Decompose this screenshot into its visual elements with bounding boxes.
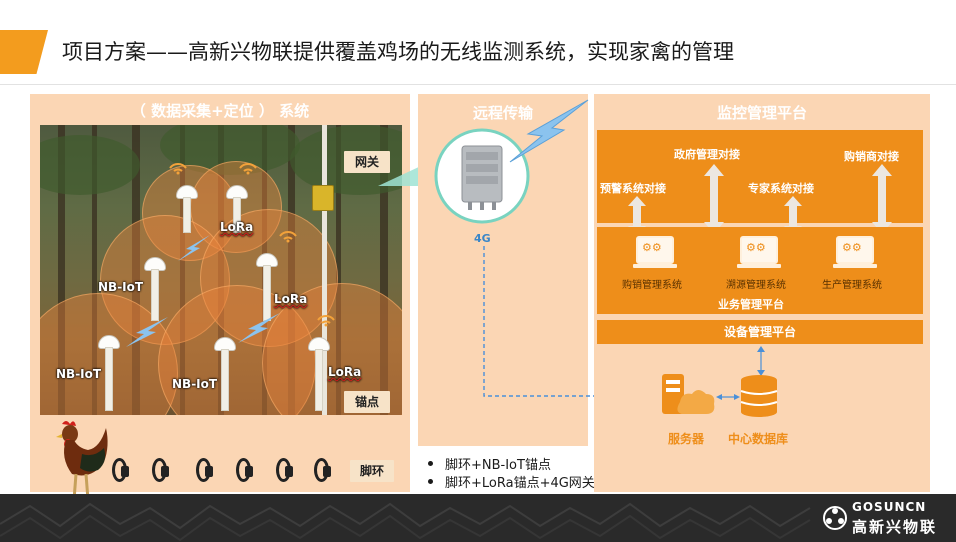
tag-anklet: 脚环: [350, 460, 394, 482]
badge-4g: 4G: [474, 232, 491, 245]
bidirectional-arrow-icon: [757, 346, 765, 376]
lightning-bolt-icon: [178, 235, 210, 261]
server-icon: [662, 374, 715, 414]
database-label: 中心数据库: [728, 432, 789, 446]
device-platform-label: 设备管理平台: [597, 320, 923, 344]
anchor-pole: [233, 197, 241, 233]
footer-band: [0, 494, 956, 542]
bidirectional-arrow-icon: [872, 164, 892, 234]
monitor-icon: ⚙⚙: [636, 236, 674, 264]
wifi-signal-icon: [169, 163, 187, 175]
bidirectional-arrow-icon: [704, 164, 724, 234]
gateway-pole: [322, 125, 327, 415]
wifi-signal-icon: [239, 163, 257, 175]
label-lora: LoRa: [274, 292, 308, 306]
label-nbiot: NB-IoT: [172, 377, 218, 391]
database-icon: [740, 375, 778, 417]
slide-title: 项目方案——高新兴物联提供覆盖鸡场的无线监测系统，实现家禽的管理: [62, 40, 734, 64]
monitor-icon: ⚙⚙: [836, 236, 874, 264]
anklet-device: [314, 458, 331, 482]
anklet-device: [112, 458, 129, 482]
wifi-signal-icon: [317, 315, 335, 327]
footer-zigzag-pattern: [0, 502, 811, 542]
system-sales: 购销管理系统: [622, 280, 682, 291]
anklet-device: [236, 458, 253, 482]
bidirectional-arrow-icon: [716, 394, 740, 400]
gateway-device: [312, 185, 334, 211]
label-lora: LoRa: [328, 365, 362, 379]
business-platform-label: 业务管理平台: [718, 298, 784, 311]
panel-data-collection-title: （ 数据采集+定位 ） 系统: [130, 102, 310, 120]
bullet-item: 脚环+LoRa锚点+4G网关: [428, 472, 595, 491]
lightning-bolt-icon: [509, 99, 589, 163]
tag-gateway: 网关: [344, 151, 390, 173]
wifi-signal-icon: [279, 231, 297, 243]
lightning-bolt-icon: [126, 317, 168, 347]
integration-area: [597, 130, 923, 223]
system-traceability: 溯源管理系统: [726, 280, 786, 291]
rooster-icon: [56, 421, 108, 501]
monitor-icon: ⚙⚙: [740, 236, 778, 264]
link-expert-system: 专家系统对接: [748, 182, 814, 195]
anklet-device: [196, 458, 213, 482]
logo-text-cn: 高新兴物联: [852, 518, 938, 536]
tag-anchor: 锚点: [344, 391, 390, 413]
server-label: 服务器: [668, 432, 705, 446]
label-lora: LoRa: [220, 220, 254, 234]
bidirectional-arrow-icon: [784, 196, 802, 236]
bullet-item: 脚环+NB-IoT锚点: [428, 454, 551, 473]
label-nbiot: NB-IoT: [56, 367, 102, 381]
anchor-pole: [315, 349, 323, 411]
anklet-device: [152, 458, 169, 482]
logo-text-en: GOSUNCN: [852, 500, 927, 514]
link-dealer: 购销商对接: [844, 150, 899, 163]
title-divider: [0, 84, 956, 85]
forest-scene: LoRa NB-IoT LoRa NB-IoT NB-IoT LoRa 网关 锚…: [40, 125, 402, 415]
anchor-pole: [105, 347, 113, 411]
4g-device-icon: [434, 128, 530, 224]
label-nbiot: NB-IoT: [98, 280, 144, 294]
panel-remote-transport-title: 远程传输: [472, 104, 533, 122]
anchor-pole: [151, 269, 159, 321]
bidirectional-arrow-icon: [628, 196, 646, 236]
panel-monitoring-platform-title: 监控管理平台: [716, 104, 807, 122]
link-government: 政府管理对接: [674, 148, 740, 161]
lightning-bolt-icon: [238, 313, 280, 343]
anchor-pole: [183, 197, 191, 233]
anklet-device: [276, 458, 293, 482]
gosuncn-logo-icon: [823, 506, 847, 530]
system-production: 生产管理系统: [822, 280, 882, 291]
link-alert-system: 预警系统对接: [600, 182, 666, 195]
anchor-pole: [221, 349, 229, 411]
title-accent-bar: [0, 30, 48, 74]
